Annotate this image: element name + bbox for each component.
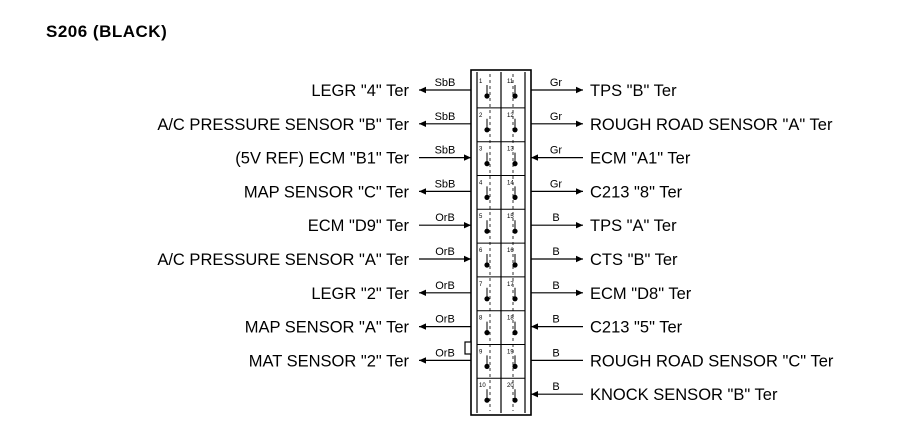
left-circuit-label: MAT SENSOR "2" Ter [249,352,410,370]
connector-latch [464,341,472,355]
left-wire-arrow [464,255,471,263]
right-circuit-label: TPS "A" Ter [590,217,677,235]
right-circuit-label: KNOCK SENSOR "B" Ter [590,386,778,404]
right-circuit-label: ECM "D8" Ter [590,285,692,303]
pin-left-number: 2 [479,113,483,119]
pin-left-number: 4 [479,180,483,186]
pin-left-number: 10 [479,383,486,389]
left-wire-color: SbB [435,111,456,123]
left-wire-color: OrB [435,246,455,258]
left-circuit-label: MAP SENSOR "C" Ter [244,183,410,201]
pin-right-number: 16 [507,248,514,254]
left-wire-arrow [419,357,426,364]
right-wire-color: Gr [550,145,563,157]
pin-left-number: 7 [479,282,483,288]
left-wire-color: OrB [435,212,455,224]
left-circuit-label: A/C PRESSURE SENSOR "A" Ter [157,251,409,269]
pin-right-number: 19 [507,349,514,355]
pin-right-number: 12 [507,113,514,119]
right-wire-color: B [552,347,559,359]
left-circuit-label: A/C PRESSURE SENSOR "B" Ter [157,116,409,134]
left-wire-arrow [419,86,426,94]
right-wire-color: B [552,381,559,393]
right-wire-color: Gr [550,111,563,123]
left-wire-color: OrB [435,347,455,359]
pin-right-number: 15 [507,214,514,220]
left-circuit-label: LEGR "2" Ter [311,285,409,303]
right-wire-arrow [576,120,583,127]
right-circuit-label: C213 "8" Ter [590,183,683,201]
left-wire-color: OrB [435,314,455,326]
left-wire-arrow [419,120,426,127]
pin-right-number: 11 [507,79,514,85]
left-wire-arrow [419,289,426,296]
left-wire-color: SbB [435,77,456,89]
left-circuit-label: ECM "D9" Ter [308,217,410,235]
pin-right-number: 18 [507,316,514,322]
left-circuit-label: (5V REF) ECM "B1" Ter [235,150,409,168]
left-wire-arrow [464,154,471,161]
right-wire-color: Gr [550,178,563,190]
right-wire-color: B [552,314,559,326]
right-circuit-label: ECM "A1" Ter [590,150,691,168]
left-wire-color: OrB [435,280,455,292]
right-wire-arrow [576,188,583,195]
left-circuit-label: LEGR "4" Ter [311,82,409,100]
left-wire-arrow [464,222,471,229]
connector-title: S206 (BLACK) [46,22,168,41]
left-wire-color: SbB [435,178,456,190]
right-wire-arrow [576,222,583,229]
right-wire-color: B [552,280,559,292]
left-circuit-label: MAP SENSOR "A" Ter [245,319,410,337]
left-wire-arrow [419,188,426,195]
right-wire-arrow [576,86,583,94]
pin-right-number: 14 [507,180,514,186]
right-circuit-label: C213 "5" Ter [590,319,683,337]
right-circuit-label: ROUGH ROAD SENSOR "C" Ter [590,352,834,370]
right-wire-arrow [531,323,538,330]
right-wire-color: B [552,246,559,258]
right-wire-arrow [576,255,583,263]
pin-left-number: 6 [479,248,483,254]
pin-left-number: 5 [479,214,483,220]
pin-right-number: 17 [507,282,514,288]
right-wire-arrow [576,289,583,296]
pin-right-number: 20 [507,383,514,389]
pin-left-number: 9 [479,349,483,355]
left-wire-arrow [419,323,426,330]
right-wire-arrow [531,391,538,398]
right-circuit-label: TPS "B" Ter [590,82,677,100]
pin-right-number: 13 [507,147,514,153]
right-circuit-label: ROUGH ROAD SENSOR "A" Ter [590,116,833,134]
right-circuit-label: CTS "B" Ter [590,251,678,269]
pin-left-number: 8 [479,316,483,322]
pin-left-number: 1 [479,79,483,85]
right-wire-color: B [552,212,559,224]
left-wire-color: SbB [435,145,456,157]
pin-left-number: 3 [479,147,483,153]
right-wire-arrow [531,154,538,161]
right-wire-color: Gr [550,77,563,89]
